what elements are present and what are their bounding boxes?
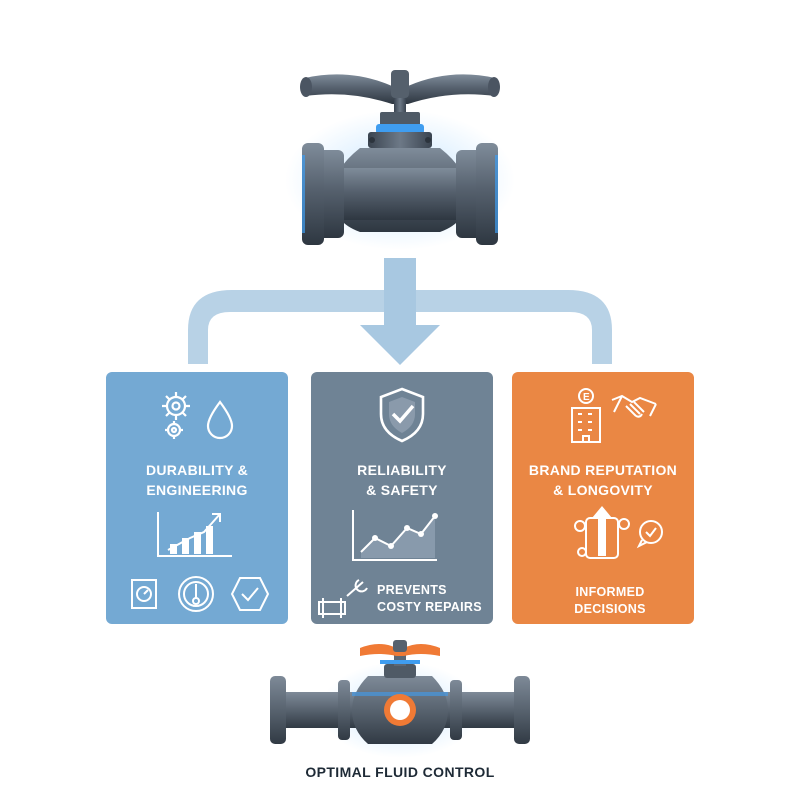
gate-valve-icon <box>285 70 515 250</box>
svg-text:E: E <box>583 392 590 403</box>
decision-arrow-icon <box>574 506 630 559</box>
panel-title: BRAND REPUTATION & LONGOVITY <box>528 462 678 498</box>
pressure-icon <box>131 579 157 609</box>
panel-title: RELIABILITY & SAFETY <box>357 462 447 498</box>
shield-check-icon <box>379 387 425 443</box>
handshake-icon <box>611 394 657 418</box>
growth-chart-icon <box>157 512 232 557</box>
wrench-pipe-icon <box>318 579 368 618</box>
diagram-caption: OPTIMAL FLUID CONTROL <box>305 764 495 780</box>
flow-connector <box>188 258 612 365</box>
panel-subtitle: PREVENTS COSTY REPAIRS <box>377 583 482 614</box>
panel-brand: E BRAND REPUTATION & LONGOVITY INFORMED … <box>512 372 694 624</box>
line-chart-icon <box>352 510 438 561</box>
chat-check-icon <box>636 520 663 549</box>
down-arrow-icon <box>360 258 440 365</box>
panel-durability: DURABILITY & ENGINEERING <box>106 372 288 624</box>
gears-icon <box>162 392 190 439</box>
checkmark-hexagon-icon <box>230 577 270 611</box>
water-drop-icon <box>206 400 234 440</box>
building-icon: E <box>571 388 601 443</box>
panel-title: DURABILITY & ENGINEERING <box>145 462 249 498</box>
inline-valve-icon <box>270 640 530 758</box>
thermometer-icon <box>178 576 214 612</box>
panel-reliability: RELIABILITY & SAFETY PREVENTS COSTY REPA… <box>311 372 493 624</box>
panel-subtitle: INFORMED DECISIONS <box>574 585 646 616</box>
